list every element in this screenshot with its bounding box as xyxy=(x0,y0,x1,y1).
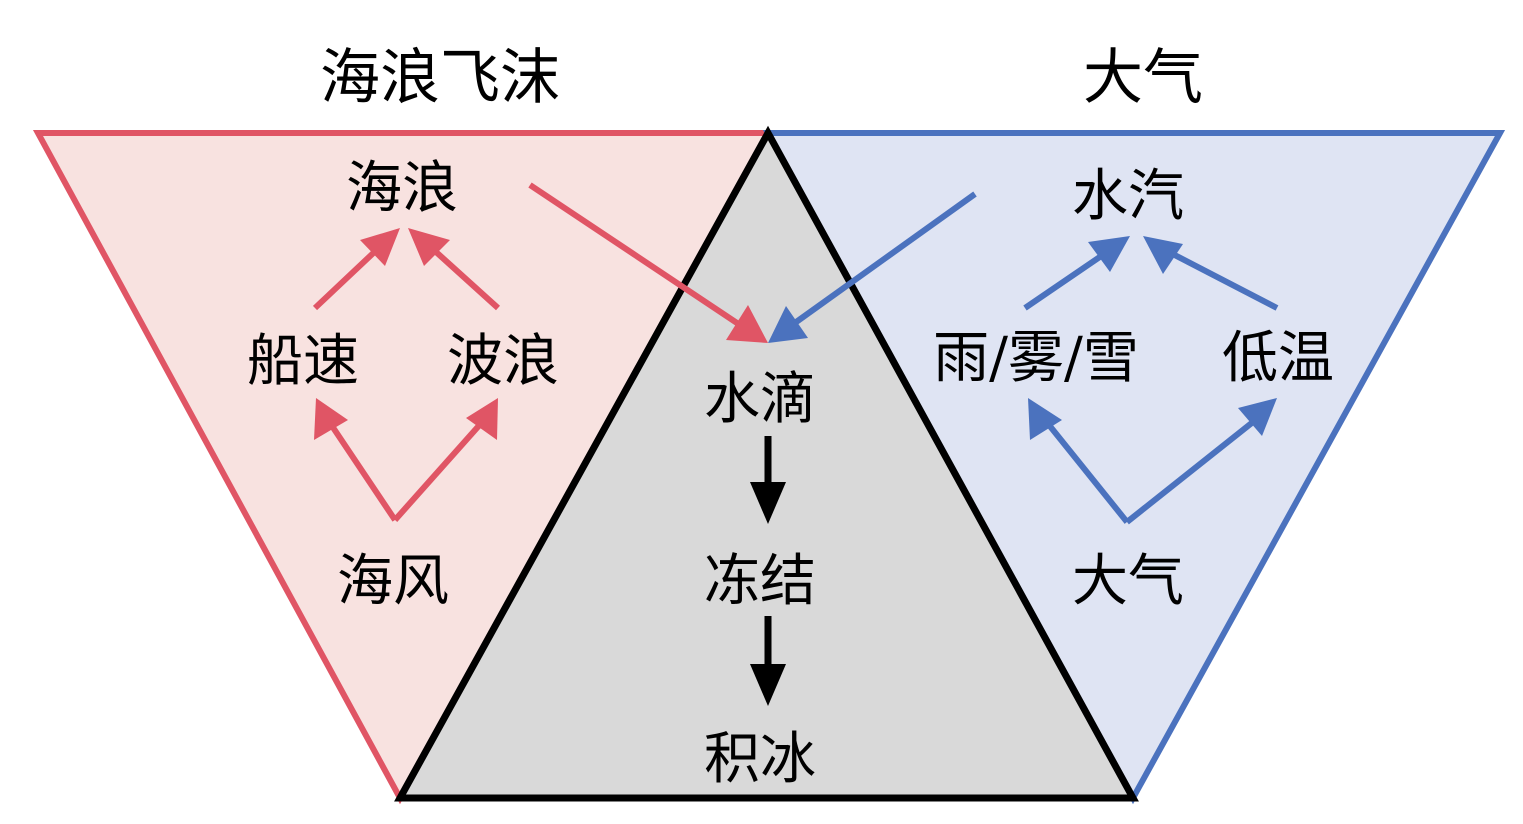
arrowhead-precipitation-to-vapor xyxy=(1088,236,1130,272)
atmosphere-arrows xyxy=(768,191,1279,525)
arrowhead-droplets-to-freezing xyxy=(750,482,786,524)
label-droplets: 水滴 xyxy=(704,367,816,432)
arrow-swell-to-waves xyxy=(422,239,501,311)
arrowhead-lowtemp-to-vapor xyxy=(1143,236,1183,274)
arrow-lowtemp-to-vapor xyxy=(1163,247,1279,311)
arrowhead-waves-to-droplets xyxy=(726,305,768,343)
label-ship-speed: 船速 xyxy=(247,329,359,394)
arrowhead-freezing-to-ice xyxy=(750,664,786,706)
arrowhead-ship-speed-to-waves xyxy=(360,228,400,266)
arrow-air-to-lowtemp xyxy=(1125,415,1260,525)
arrowhead-vapor-to-droplets xyxy=(768,306,808,343)
icing-arrows xyxy=(750,436,786,706)
label-ice-accretion: 积冰 xyxy=(704,727,816,792)
spray-heading: 海浪飞沫 xyxy=(320,43,560,113)
atmosphere-heading: 大气 xyxy=(1083,43,1203,113)
label-low-temp: 低温 xyxy=(1222,326,1334,391)
arrow-wind-to-ship-speed xyxy=(325,418,398,522)
spray-arrows xyxy=(312,182,768,522)
arrowhead-air-to-precipitation xyxy=(1028,398,1062,440)
arrow-wind-to-swell xyxy=(392,418,487,522)
arrowhead-wind-to-swell xyxy=(466,398,498,440)
label-swell: 波浪 xyxy=(447,329,559,394)
label-precipitation: 雨/雾/雪 xyxy=(933,326,1139,391)
label-air: 大气 xyxy=(1072,549,1184,614)
label-sea-wind: 海风 xyxy=(337,549,449,614)
label-waves: 海浪 xyxy=(346,156,458,221)
arrow-air-to-precipitation xyxy=(1042,418,1130,524)
arrowhead-wind-to-ship-speed xyxy=(314,398,348,440)
label-freezing: 冻结 xyxy=(704,549,816,614)
arrow-precipitation-to-vapor xyxy=(1023,247,1112,311)
arrow-vapor-to-droplets xyxy=(790,191,977,328)
arrowhead-swell-to-waves xyxy=(408,228,450,266)
label-vapor: 水汽 xyxy=(1072,164,1184,229)
arrowhead-air-to-lowtemp xyxy=(1238,398,1277,436)
arrow-waves-to-droplets xyxy=(528,182,742,328)
